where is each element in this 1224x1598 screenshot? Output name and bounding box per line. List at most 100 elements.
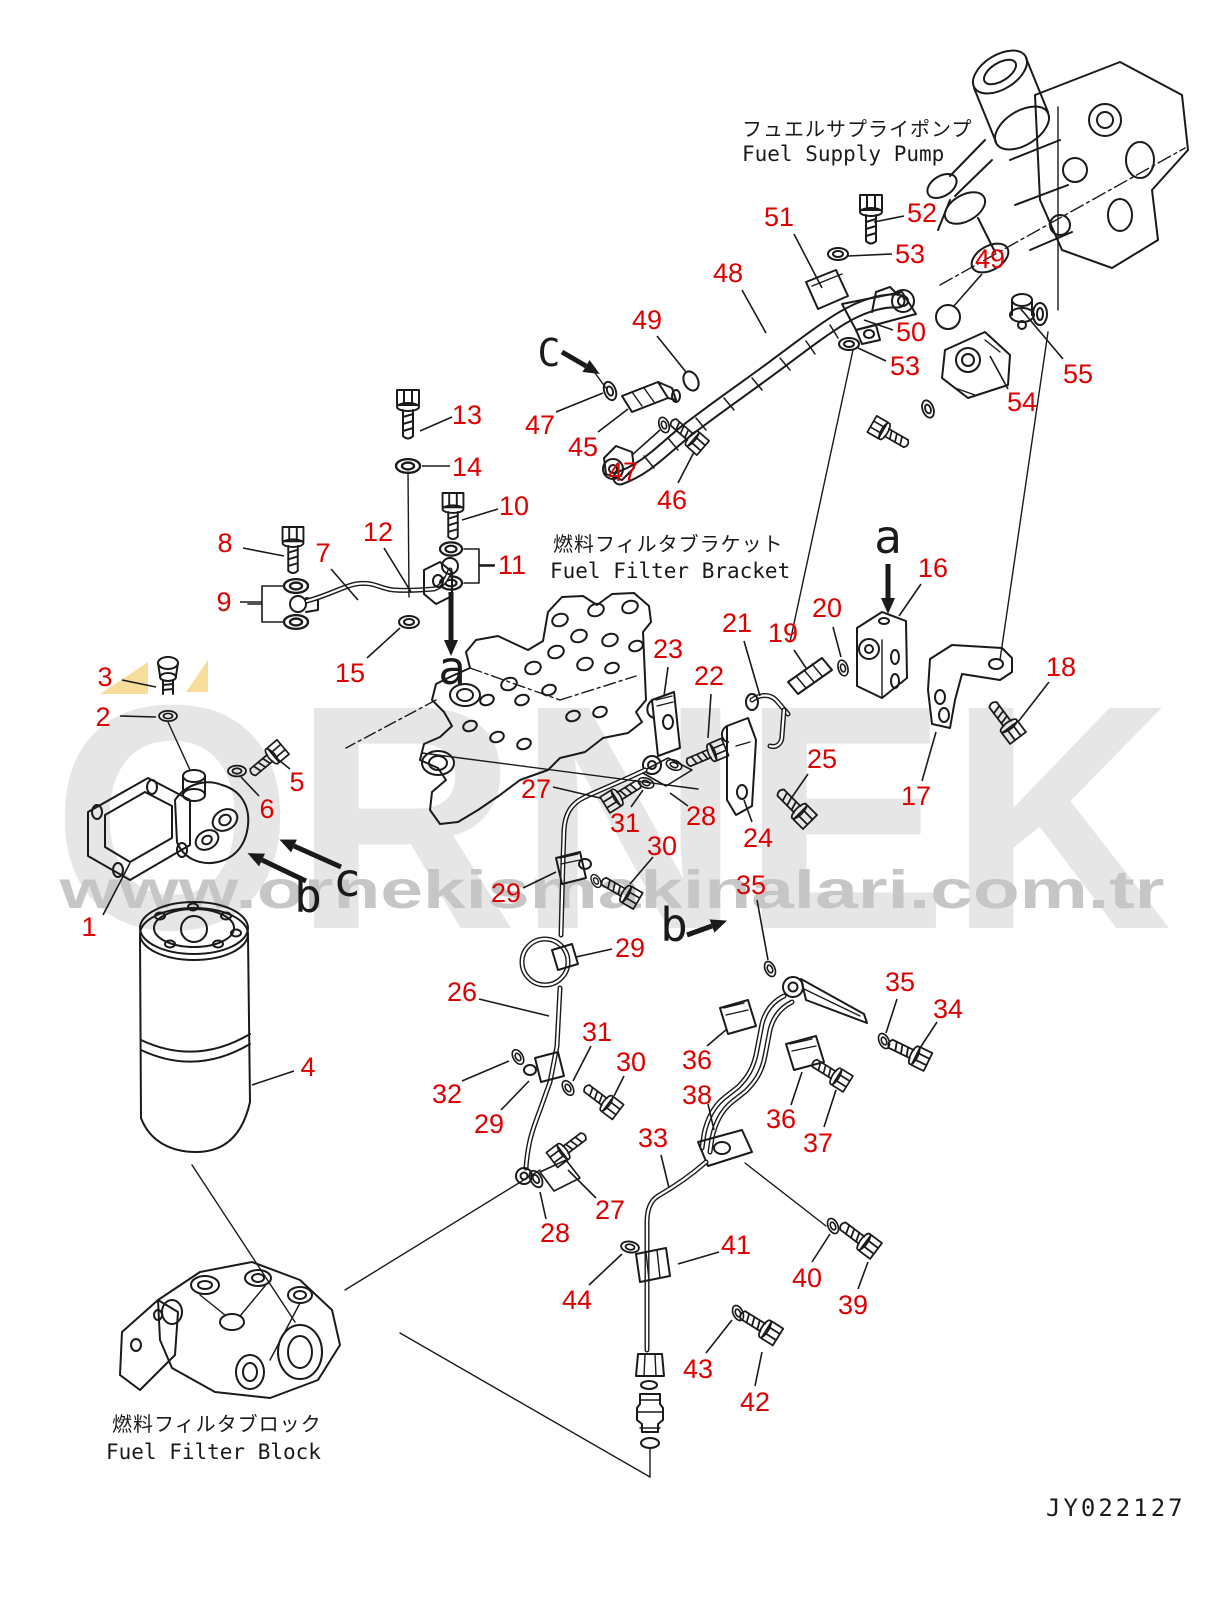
leader-line-48: [741, 289, 767, 334]
drawing-number: JY022127: [1046, 1494, 1186, 1522]
callout-19: 19: [768, 618, 798, 648]
view-label-C: C: [538, 331, 561, 375]
highlight-triangle-left: [100, 662, 148, 694]
leader-line-47: [631, 429, 661, 456]
leader-line-54: [989, 355, 1009, 390]
callout-11: 11: [498, 550, 526, 580]
leader-line-47: [555, 392, 604, 413]
leader-line-49: [952, 273, 983, 308]
leader-line-29: [522, 871, 557, 889]
leader-line-20: [832, 626, 842, 658]
fitting-45-group: [600, 379, 710, 456]
leader-line-49: [656, 335, 687, 373]
callout-29: 29: [474, 1109, 504, 1139]
fuel-pipe-33-group: [619, 958, 934, 1478]
callout-27: 27: [521, 774, 551, 804]
callout-41: 41: [721, 1230, 751, 1260]
callout-46: 46: [657, 485, 687, 515]
callout-43: 43: [683, 1354, 713, 1384]
arrow-head: [247, 853, 266, 867]
leader-line-36: [706, 1028, 728, 1047]
leader-line-41: [677, 1251, 720, 1265]
callout-26: 26: [447, 977, 477, 1007]
callout-25: 25: [807, 744, 837, 774]
callout-18: 18: [1046, 652, 1076, 682]
leader-line-51: [793, 233, 823, 289]
callout-3: 3: [97, 662, 112, 692]
leader-line-6: [240, 776, 260, 797]
callout-7: 7: [315, 538, 330, 568]
leader-line-35: [756, 899, 769, 961]
callout-6: 6: [259, 794, 274, 824]
callout-4: 4: [300, 1052, 315, 1082]
callout-27: 27: [595, 1195, 625, 1225]
callout-54: 54: [1007, 387, 1037, 417]
callout-31: 31: [610, 808, 640, 838]
highlight-marks: [100, 660, 208, 694]
leader-line-18: [1017, 681, 1050, 723]
leader-line-25: [789, 773, 809, 801]
callout-51: 51: [764, 202, 794, 232]
callout-12: 12: [363, 517, 393, 547]
callout-22: 22: [694, 661, 724, 691]
callout-45: 45: [568, 432, 598, 462]
callout-13: 13: [452, 400, 482, 430]
highlight-triangle-right: [186, 660, 208, 692]
leader-line-37: [823, 1089, 837, 1128]
view-arrow-b: [260, 857, 308, 884]
callout-2: 2: [95, 702, 110, 732]
fuel-hose-48: [602, 194, 961, 486]
leader-line-1: [102, 862, 131, 916]
view-label-b: b: [660, 898, 688, 952]
diagram-labels: フュエルサプライポンプ Fuel Supply Pump 燃料フィルタブラケット…: [106, 117, 1186, 1522]
leader-line-26: [478, 998, 550, 1017]
leader-line-17: [921, 731, 937, 782]
callout-16: 16: [918, 553, 948, 583]
callout-53: 53: [890, 351, 920, 381]
leader-line-16: [898, 583, 922, 617]
callout-35: 35: [736, 870, 766, 900]
connector-block-16-group: [646, 611, 1027, 830]
callout-39: 39: [838, 1290, 868, 1320]
leader-line-32: [461, 1060, 510, 1082]
callout-15: 15: [335, 658, 365, 688]
callout-23: 23: [653, 634, 683, 664]
leader-line-2: [119, 715, 157, 718]
leader-line-29: [500, 1080, 530, 1111]
leader-line-34: [919, 1021, 938, 1049]
leader-line-8: [242, 547, 285, 557]
fuel-pipe-26-group: [509, 755, 693, 1192]
filter-head-assembly: [87, 656, 290, 881]
leader-line-44: [588, 1253, 623, 1286]
leader-line-21: [743, 640, 761, 697]
callout-32: 32: [432, 1079, 462, 1109]
callout-48: 48: [713, 258, 743, 288]
callout-28: 28: [540, 1218, 570, 1248]
callout-10: 10: [499, 491, 529, 521]
callout-1: 1: [81, 912, 96, 942]
callout-29: 29: [491, 878, 521, 908]
callout-36: 36: [682, 1045, 712, 1075]
title-fuel-filter-bracket-en: Fuel Filter Bracket: [550, 559, 790, 583]
leader-line-36: [790, 1071, 803, 1106]
leader-line-53: [847, 253, 893, 257]
callout-35: 35: [885, 967, 915, 997]
callout-33: 33: [638, 1123, 668, 1153]
leader-line-46: [677, 451, 695, 484]
leader-line-15: [366, 627, 401, 659]
leader-lines-layer: [102, 215, 1064, 1387]
title-fuel-filter-block-jp: 燃料フィルタブロック: [112, 1412, 322, 1436]
callout-47: 47: [608, 457, 638, 487]
leader-line-19: [793, 649, 807, 669]
callout-47: 47: [525, 410, 555, 440]
arrow-head: [444, 640, 458, 656]
title-fuel-filter-bracket-jp: 燃料フィルタブラケット: [553, 532, 784, 556]
view-label-b: b: [294, 869, 322, 923]
callout-30: 30: [647, 831, 677, 861]
view-label-a: a: [874, 510, 902, 564]
callout-9: 9: [216, 587, 231, 617]
callout-14: 14: [452, 452, 482, 482]
leader-line-28: [539, 1191, 547, 1220]
callout-5: 5: [289, 767, 304, 797]
